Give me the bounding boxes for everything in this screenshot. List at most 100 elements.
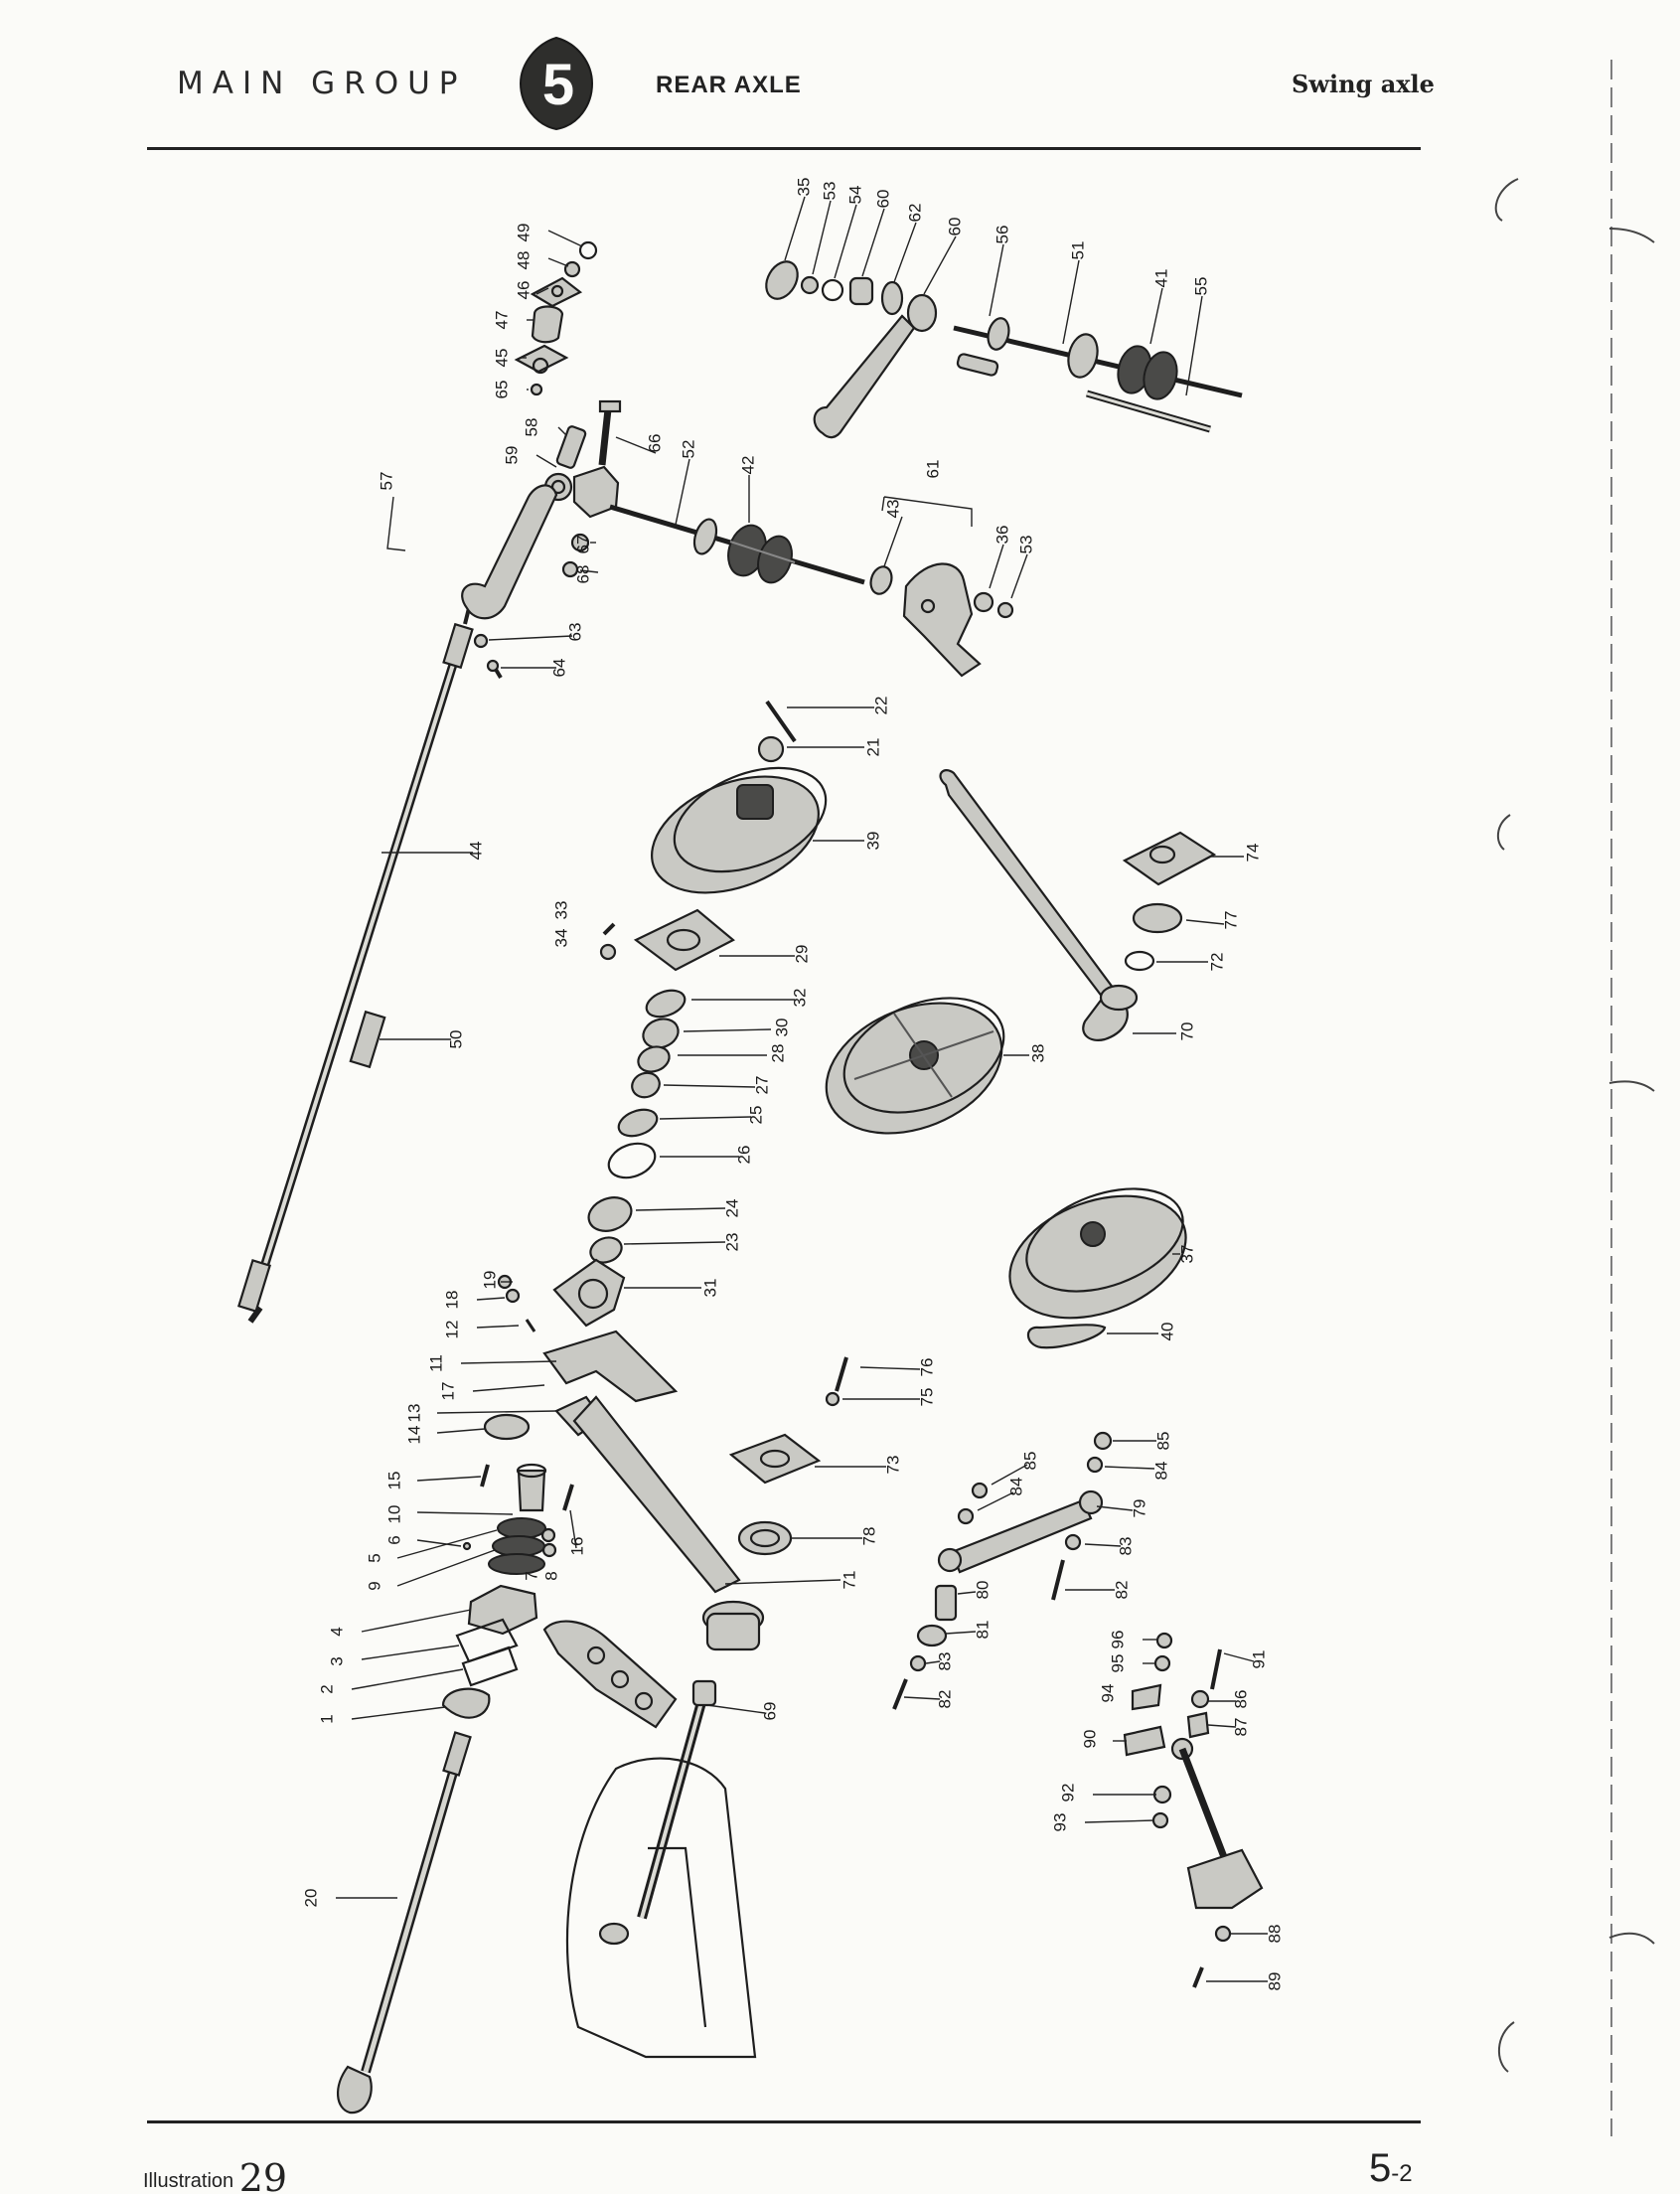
callout-54: 54 xyxy=(845,186,864,205)
callout-69: 69 xyxy=(760,1702,779,1721)
subsection-title: Swing axle xyxy=(1292,70,1435,98)
callout-60a: 60 xyxy=(873,190,892,209)
parts-shaft-52-assembly xyxy=(609,504,1014,678)
callout-84a: 84 xyxy=(1006,1478,1025,1496)
leader-c-71 xyxy=(724,1579,841,1585)
leader-c-84b xyxy=(1104,1466,1155,1470)
leader-c-4 xyxy=(361,1609,472,1633)
callout-4: 4 xyxy=(327,1627,346,1636)
callout-30: 30 xyxy=(772,1019,791,1037)
leader-c-3 xyxy=(361,1645,460,1660)
group-number-badge xyxy=(519,36,594,131)
callout-45: 45 xyxy=(492,349,511,368)
callout-72: 72 xyxy=(1207,953,1226,972)
leader-c-11 xyxy=(460,1360,557,1364)
callout-51: 51 xyxy=(1068,241,1087,260)
leader-c-63 xyxy=(488,635,573,641)
callout-35: 35 xyxy=(794,178,813,197)
section-title: REAR AXLE xyxy=(656,72,802,98)
callout-52: 52 xyxy=(679,440,697,459)
leader-c-2 xyxy=(351,1668,464,1690)
leader-c-1 xyxy=(351,1706,446,1720)
callout-39: 39 xyxy=(863,832,882,851)
callout-26: 26 xyxy=(734,1146,753,1165)
callout-53a: 53 xyxy=(820,182,839,201)
callout-87: 87 xyxy=(1231,1718,1250,1737)
callout-57: 57 xyxy=(377,472,395,491)
callout-42: 42 xyxy=(738,456,757,475)
callout-71: 71 xyxy=(840,1571,858,1590)
leader-c-17 xyxy=(472,1384,545,1392)
callout-47: 47 xyxy=(492,311,511,330)
leader-c-66 xyxy=(615,436,657,454)
leader-c-51 xyxy=(1062,259,1080,345)
parts-tube-assembly xyxy=(237,607,474,2115)
page-number-main: 5 xyxy=(1369,2146,1392,2190)
callout-37: 37 xyxy=(1177,1245,1196,1264)
callout-96: 96 xyxy=(1108,1631,1127,1649)
callout-58: 58 xyxy=(522,418,540,437)
callout-3: 3 xyxy=(327,1656,346,1665)
leader-c-55 xyxy=(1185,295,1203,396)
callout-5: 5 xyxy=(365,1553,383,1562)
callout-91: 91 xyxy=(1249,1650,1268,1669)
callout-63: 63 xyxy=(565,623,584,642)
leader-c-24 xyxy=(635,1207,726,1211)
leader-c-9 xyxy=(396,1549,496,1587)
illustration-caption: Illustration 29 xyxy=(143,2156,287,2194)
footer-rule xyxy=(147,2120,1421,2123)
callout-23: 23 xyxy=(722,1233,741,1252)
header-rule xyxy=(147,147,1421,150)
callout-85a: 85 xyxy=(1020,1452,1039,1471)
callout-60b: 60 xyxy=(945,218,964,236)
leader-c-60a xyxy=(861,208,885,277)
leader-c-60b xyxy=(923,235,957,295)
leader-c-76 xyxy=(859,1366,921,1370)
leader-c-91 xyxy=(1223,1652,1255,1662)
leader-c-82b xyxy=(903,1696,941,1700)
parts-lower-middle xyxy=(542,1356,1113,2059)
callout-94: 94 xyxy=(1098,1684,1117,1703)
callout-50: 50 xyxy=(446,1030,465,1049)
leader-c-58 xyxy=(557,426,567,436)
leader-c-62 xyxy=(893,222,917,283)
leader-c-69 xyxy=(706,1704,766,1714)
leader-c-27 xyxy=(663,1084,756,1088)
callout-48: 48 xyxy=(514,251,533,270)
leader-c-85a xyxy=(991,1464,1028,1486)
leader-c-36 xyxy=(989,544,1004,589)
leader-c-18 xyxy=(476,1297,506,1301)
parts-bearing-stack xyxy=(587,908,735,1264)
callout-74: 74 xyxy=(1243,844,1262,862)
leader-c-79 xyxy=(1096,1505,1134,1511)
group-number: 5 xyxy=(541,53,575,117)
callout-55: 55 xyxy=(1191,277,1210,296)
callout-38: 38 xyxy=(1028,1044,1047,1063)
callout-82b: 82 xyxy=(935,1690,954,1709)
callout-66: 66 xyxy=(645,434,664,453)
callout-43: 43 xyxy=(883,500,902,519)
callout-92: 92 xyxy=(1058,1784,1077,1802)
leader-c-59 xyxy=(535,454,557,468)
callout-59: 59 xyxy=(502,446,521,465)
leader-c-49 xyxy=(547,230,583,247)
callout-73: 73 xyxy=(883,1456,902,1475)
callout-12: 12 xyxy=(442,1321,461,1339)
callout-16: 16 xyxy=(567,1537,586,1556)
callout-82a: 82 xyxy=(1112,1581,1131,1600)
callout-44: 44 xyxy=(466,842,485,861)
leader-c-81 xyxy=(945,1631,977,1635)
parts-left-hub xyxy=(441,1463,574,1719)
callout-7: 7 xyxy=(522,1571,540,1580)
leader-c-13 xyxy=(436,1410,557,1414)
leader-c-83a xyxy=(1084,1543,1122,1547)
callout-24: 24 xyxy=(722,1199,741,1218)
callout-19: 19 xyxy=(480,1271,499,1290)
callout-21: 21 xyxy=(863,738,882,757)
callout-86: 86 xyxy=(1231,1690,1250,1709)
binding-margin xyxy=(1494,60,1655,2136)
callout-25: 25 xyxy=(746,1106,765,1125)
leader-c-16 xyxy=(569,1509,577,1549)
